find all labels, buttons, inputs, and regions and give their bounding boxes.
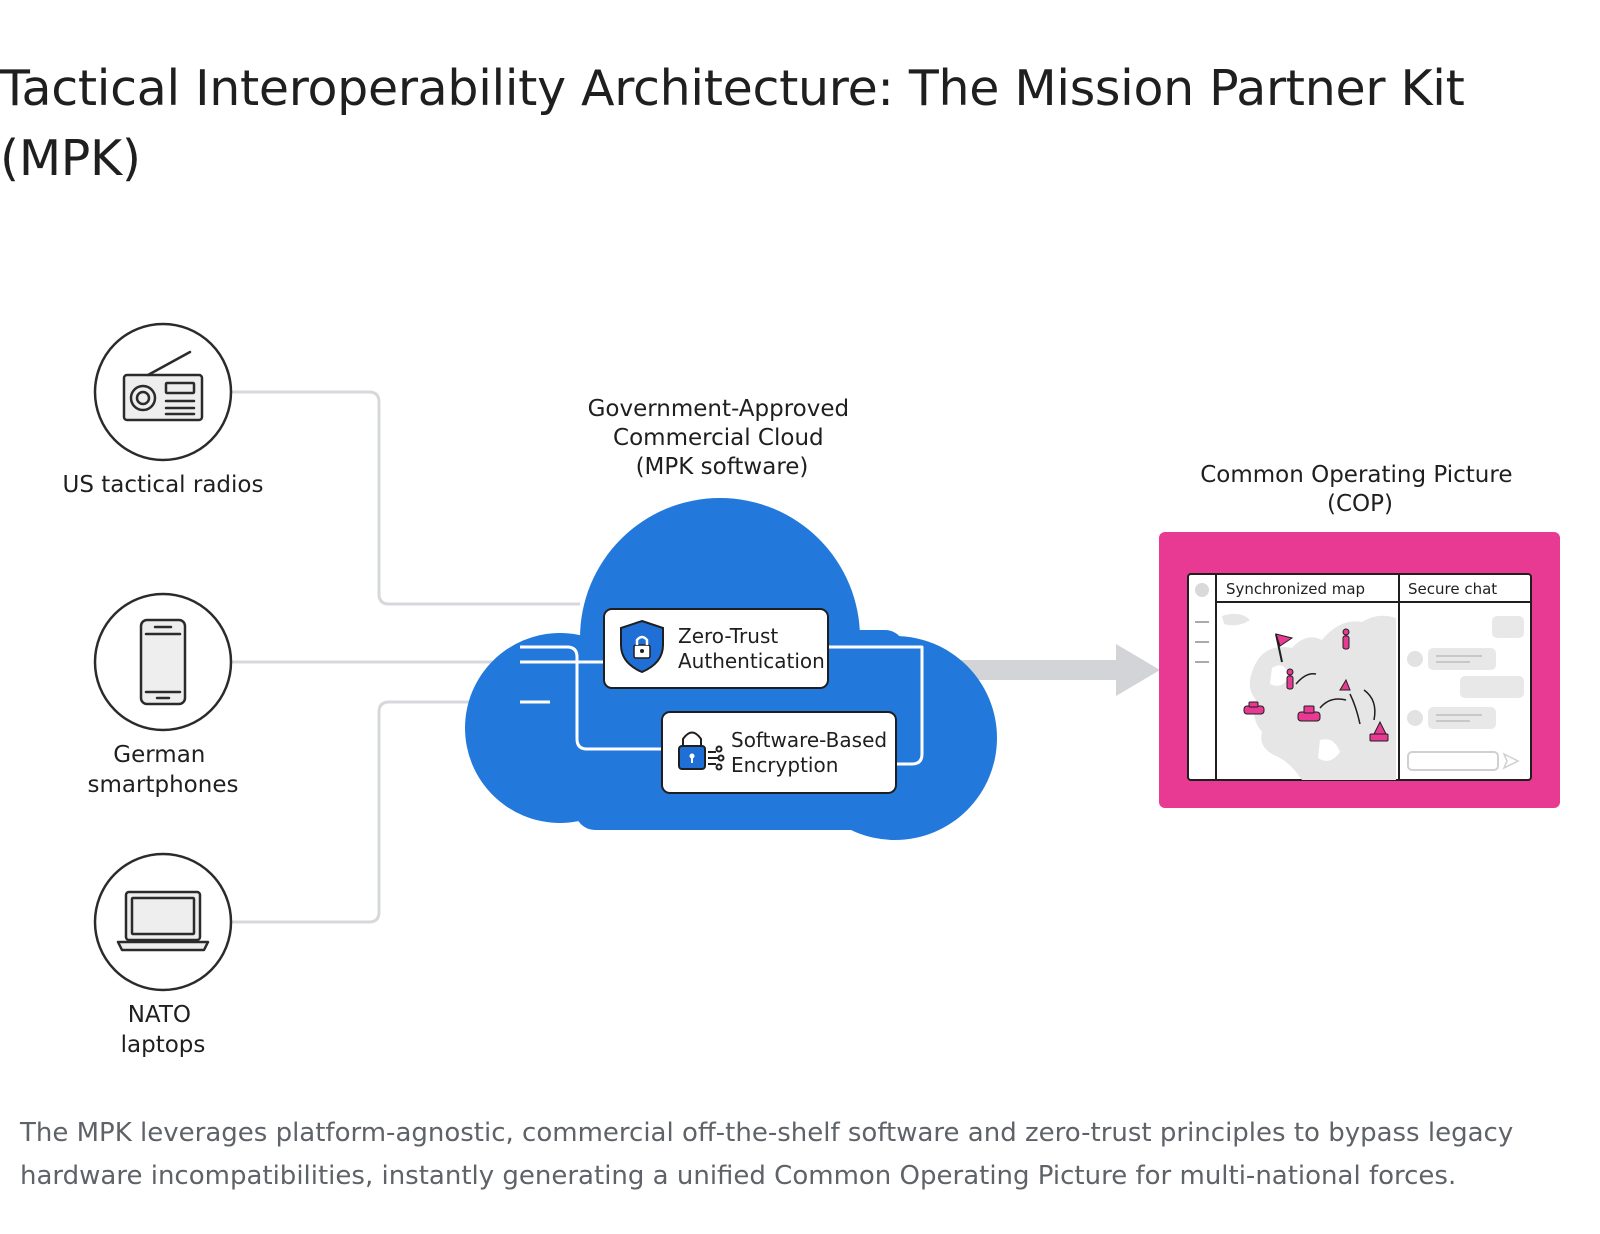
cop-label: Common Operating Picture (COP) <box>1200 462 1520 517</box>
laptop-icon <box>116 890 210 952</box>
software-encryption-box: Software-Based Encryption <box>661 711 897 794</box>
smartphone-icon <box>139 618 187 706</box>
page-title: Tactical Interoperability Architecture: … <box>0 60 1465 187</box>
secure-chat <box>1407 616 1524 771</box>
send-icon <box>1502 752 1520 770</box>
secure-chat-tab: Secure chat <box>1408 580 1497 598</box>
map-flag-marker <box>1275 633 1294 663</box>
chat-input <box>1407 751 1499 771</box>
map-vehicle-marker <box>1243 678 1389 742</box>
encryption-label: Software-Based Encryption <box>731 728 893 777</box>
source-label: NATO laptops <box>121 1002 206 1058</box>
source-label: German smartphones <box>88 742 239 798</box>
source-label: US tactical radios <box>63 472 264 498</box>
source-german-smartphones: German smartphones <box>88 592 239 798</box>
padlock-network-icon <box>678 731 725 771</box>
cloud-label: Government-Approved Commercial Cloud (MP… <box>588 396 857 480</box>
connector-laptops <box>228 700 520 924</box>
connector-radios <box>228 390 580 606</box>
zero-trust-label: Zero-Trust Authentication <box>678 624 825 673</box>
flow-arrow <box>950 644 1160 696</box>
map-movement-arrows <box>1295 672 1376 725</box>
map-soldier-marker <box>1286 628 1350 690</box>
zero-trust-authentication-box: Zero-Trust Authentication <box>603 608 829 689</box>
cloud-connectors <box>520 645 924 766</box>
diagram-caption: The MPK leverages platform-agnostic, com… <box>20 1118 1514 1191</box>
source-us-tactical-radios: US tactical radios <box>63 322 264 498</box>
synchronized-map-tab: Synchronized map <box>1226 580 1365 598</box>
shield-lock-icon <box>620 619 664 674</box>
common-operating-picture: Synchronized map Secure chat <box>1159 532 1560 808</box>
commercial-cloud: Zero-Trust Authentication Software-Based <box>465 498 997 840</box>
source-connectors <box>228 390 580 924</box>
synchronized-map <box>1222 613 1396 780</box>
source-nato-laptops: NATO laptops <box>93 852 233 1058</box>
radio-icon <box>122 350 204 422</box>
cop-side-rail <box>1195 574 1217 780</box>
